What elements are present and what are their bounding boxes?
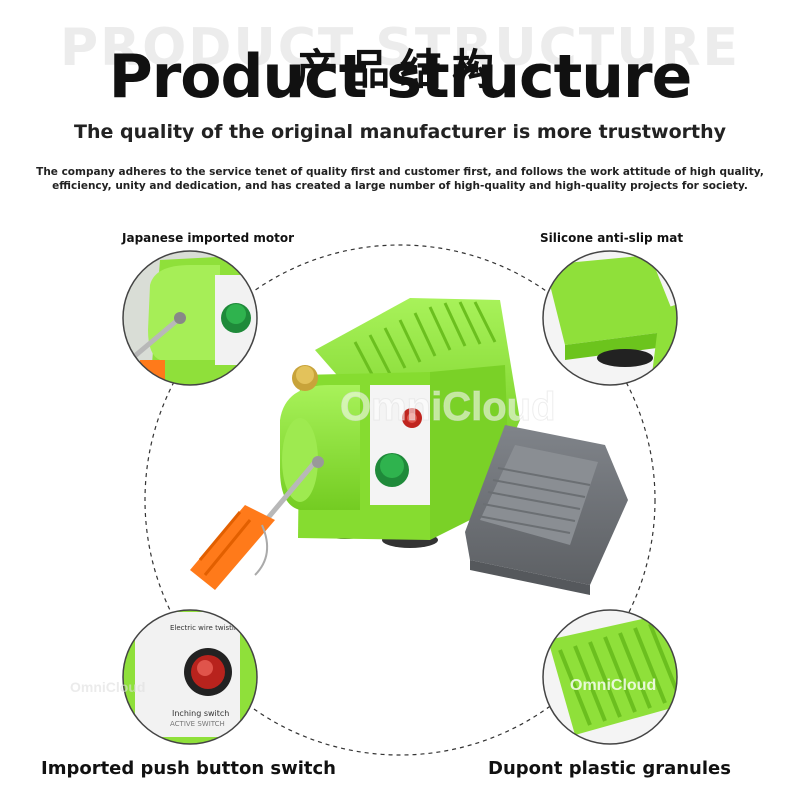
mat-detail bbox=[543, 251, 677, 385]
page-title: Product structure bbox=[108, 42, 693, 112]
mat-label: Silicone anti-slip mat bbox=[540, 231, 684, 245]
switch-watermark: OmniCloud bbox=[70, 679, 145, 695]
switch-label: Imported push button switch bbox=[41, 758, 336, 779]
switch-panel-text: Electric wire twisting machine bbox=[170, 624, 275, 632]
center-watermark: OmniCloud bbox=[340, 385, 556, 429]
switch-caption-inverted: ACTIVE SWITCH bbox=[170, 720, 225, 728]
page-subtitle: The quality of the original manufacturer… bbox=[74, 121, 726, 143]
chinese-title: 产品结构 bbox=[295, 45, 504, 94]
background-title: PRODUCT STRUCTURE bbox=[59, 18, 741, 78]
switch-detail: Electric wire twisting machine Inching s… bbox=[123, 610, 275, 744]
motor-detail bbox=[123, 251, 257, 385]
plastic-watermark: OmniCloud bbox=[570, 677, 656, 694]
foot-pedal bbox=[465, 425, 628, 595]
motor-label: Japanese imported motor bbox=[122, 231, 295, 245]
company-description: The company adheres to the service tenet… bbox=[36, 166, 764, 192]
switch-caption: Inching switch bbox=[172, 709, 229, 718]
dashed-ring bbox=[144, 244, 656, 756]
plastic-label: Dupont plastic granules bbox=[488, 758, 731, 779]
plastic-detail bbox=[543, 610, 677, 744]
